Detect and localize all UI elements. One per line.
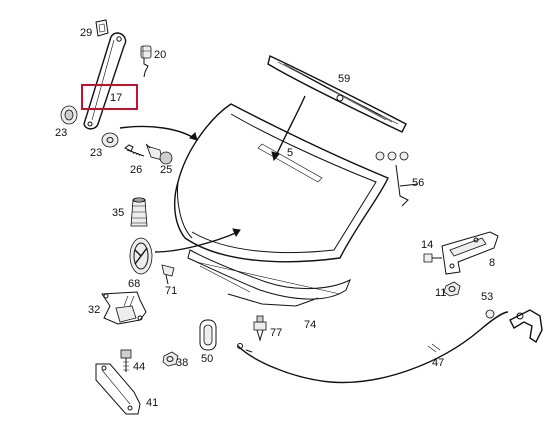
- part-74-hood-inner: [187, 249, 351, 307]
- label-71: 71: [165, 285, 177, 297]
- label-47: 47: [432, 357, 444, 369]
- arrowhead-strut: [189, 132, 198, 141]
- part-38-nut: [162, 351, 179, 367]
- part-11-nut: [443, 281, 461, 297]
- label-38: 38: [176, 357, 188, 369]
- label-53: 53: [481, 291, 493, 303]
- arrowhead-cowl: [271, 151, 280, 162]
- leader-arrow-cowl: [275, 95, 306, 157]
- part-14-bolt: [423, 253, 442, 263]
- part-50-grommet: [199, 319, 217, 351]
- label-68: 68: [128, 278, 140, 290]
- label-50: 50: [201, 353, 213, 365]
- label-23-top: 23: [55, 127, 67, 139]
- part-71-clip: [161, 264, 175, 285]
- part-20-clip: [140, 45, 152, 78]
- label-14: 14: [421, 239, 433, 251]
- highlight-box: [81, 84, 138, 110]
- label-11: 11: [435, 287, 446, 299]
- part-25-pivot-pin: [145, 143, 173, 165]
- label-20: 20: [154, 49, 166, 61]
- label-44: 44: [133, 361, 145, 373]
- part-44-bolt: [120, 349, 132, 372]
- label-56: 56: [412, 177, 424, 189]
- leader-arrow-strut: [119, 125, 198, 141]
- part-26-bolt: [124, 144, 145, 157]
- label-5: 5: [287, 147, 293, 159]
- part-23-washer: [101, 132, 119, 148]
- part-32-lock-bracket: [101, 291, 147, 325]
- label-17: 17: [110, 92, 122, 104]
- hood-panel: [173, 103, 389, 263]
- part-47-release-cable: [237, 311, 509, 384]
- label-35: 35: [112, 207, 124, 219]
- label-77: 77: [270, 327, 282, 339]
- part-35-bumper: [130, 197, 148, 227]
- label-32: 32: [88, 304, 100, 316]
- label-41: 41: [146, 397, 158, 409]
- label-26: 26: [130, 164, 142, 176]
- part-41-latch-plate: [95, 363, 141, 415]
- part-56-clips: [375, 151, 419, 207]
- part-68-emblem: [129, 237, 153, 275]
- part-29-bracket: [95, 19, 109, 37]
- label-59: 59: [338, 73, 350, 85]
- part-17-hood-strut: [83, 32, 127, 130]
- part-8-hinge: [441, 231, 499, 275]
- label-23-lower: 23: [90, 147, 102, 159]
- label-8: 8: [489, 257, 495, 269]
- part-53-handle: [485, 309, 543, 344]
- label-74: 74: [304, 319, 316, 331]
- part-59-cowl-grille: [267, 55, 407, 133]
- label-29: 29: [80, 27, 92, 39]
- part-23-grommet-top: [60, 105, 78, 125]
- arrowhead-emblem: [232, 228, 241, 238]
- label-25: 25: [160, 164, 172, 176]
- part-77-clip: [253, 315, 267, 342]
